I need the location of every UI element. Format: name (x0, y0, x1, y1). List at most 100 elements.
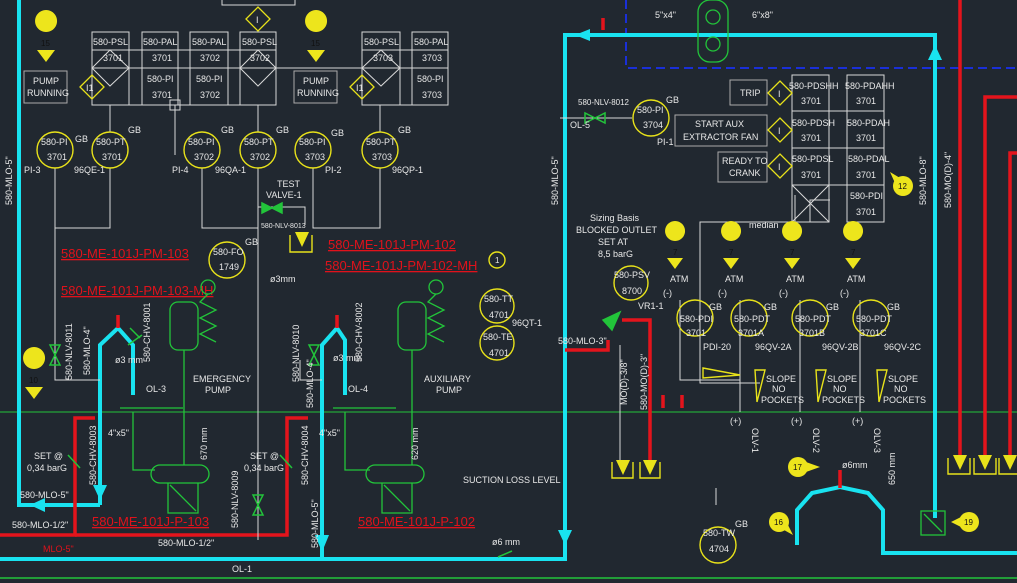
equipment-tags[interactable]: 580-ME-101J-PM-103 580-ME-101J-PM-103-MH… (61, 237, 477, 529)
label-equipment-pm102mh: 580-ME-101J-PM-102-MH (325, 258, 477, 273)
instrument-bubbles (36, 99, 890, 564)
label-alarm_grid-13-num: 3701 (801, 170, 821, 180)
label-valves-nlv8011: 580-NLV-8011 (64, 323, 74, 380)
label-valves-test_valve_1: TEST (277, 179, 301, 189)
label-instruments-10-tag: 580-PSV (614, 270, 650, 280)
label-equipment-atm: ATM (786, 274, 804, 284)
label-logic_boxes-pump_running-0: PUMP (303, 76, 329, 86)
label-markers-m10: 10 (29, 376, 38, 385)
label-markers-m19: 19 (964, 518, 973, 527)
label-valves-chv8003: 580-CHV-8003 (88, 425, 98, 485)
label-equipment-p102: 580-ME-101J-P-102 (358, 514, 475, 529)
drain-lines[interactable] (0, 0, 1017, 537)
label-equipment-red_68: 6"x8" (752, 10, 773, 20)
interlock-label: I1 (86, 83, 94, 93)
label-valves-chv8004: 580-CHV-8004 (300, 425, 310, 485)
interlock-label: I (256, 15, 259, 25)
label-gb: GB (221, 125, 234, 135)
label-instruments-6-tag: 580-FO (213, 247, 244, 257)
label-markers-m7: 7 (790, 248, 795, 257)
label-equipment-plus: (+) (791, 416, 802, 426)
label-markers-m15: 15 (41, 39, 50, 48)
label-instruments-4-loop: PI-2 (325, 165, 342, 175)
label-equipment-atm: ATM (847, 274, 865, 284)
label-instruments-12-tag: 580-PDT (734, 314, 771, 324)
label-lines-mlo_half_b: 580-MLO-1/2" (158, 538, 214, 548)
label-instruments-3-num: 3702 (250, 152, 270, 162)
label-alarm_grid-14-num: 3701 (856, 170, 876, 180)
label-alarm_grid-1-num: 3701 (152, 53, 172, 63)
label-equipment-red_45b: 4"x5" (319, 428, 340, 438)
label-logic_boxes-start_aux-1: EXTRACTOR FAN (683, 132, 758, 142)
label-gb: GB (245, 237, 258, 247)
label-equipment-no: NO (894, 384, 908, 394)
label-alarm_grid-15-tag: 580-PDI (850, 191, 883, 201)
label-instruments-10-loop: VR1-1 (638, 301, 664, 311)
label-instruments-13-num: 3701B (799, 328, 825, 338)
label-valves-test_valve_2: VALVE-1 (266, 190, 302, 200)
label-alarm_grid-4-tag: 580-PSL (364, 37, 399, 47)
flow-arrow (93, 485, 107, 500)
oil-filter[interactable] (697, 0, 946, 536)
label-instruments-5-tag: 580-PT (366, 137, 396, 147)
label-instruments-3-loop: 96QA-1 (215, 165, 246, 175)
label-instruments-7-tag: 580-TT (484, 294, 514, 304)
label-instruments-8-num: 4701 (489, 348, 509, 358)
label-lines-moid38: MO(D)-3/8" (619, 359, 629, 405)
label-lines-mlo5_red: MLO-5" (43, 544, 74, 554)
label-equipment-phi3b: ø3 mm (333, 353, 361, 363)
emergency-pump-motor[interactable] (120, 279, 218, 514)
label-gb: GB (331, 128, 344, 138)
label-equipment-olv1: OLV-1 (750, 428, 760, 453)
label-instruments-13-tag: 580-PDT (795, 314, 832, 324)
label-equipment-median: median (749, 220, 779, 230)
label-equipment-red_45a: 4"x5" (108, 428, 129, 438)
label-alarm_grid-13-tag: 580-PDSL (792, 154, 834, 164)
label-markers-m12: 12 (898, 182, 907, 191)
label-lines-mlo5_c: 580-MLO-5" (550, 156, 560, 205)
label-equipment-plus: (+) (730, 416, 741, 426)
flow-arrow (30, 498, 45, 512)
label-lines-mlo5_left: 580-MLO-5" (4, 156, 14, 205)
label-alarm_grid-11-tag: 580-PDSH (792, 118, 835, 128)
label-logic_boxes-trip: TRIP (740, 88, 761, 98)
slope-triangles (702, 367, 888, 403)
label-logic_boxes-pump_running-1: RUNNING (27, 88, 69, 98)
flow-arrow (575, 29, 590, 41)
label-lines-ol4: OL-4 (348, 384, 368, 394)
label-equipment-no: NO (833, 384, 847, 394)
label-valves-chv8002: 580-CHV-8002 (354, 302, 364, 362)
trip-box[interactable]: TRIP (729, 79, 768, 106)
callout-markers[interactable] (23, 10, 979, 535)
label-valves-nlv8012: 580-NLV-8012 (578, 98, 630, 107)
label-alarm_grid-1-tag: 580-PAL (143, 37, 177, 47)
label-markers-m7: 7 (851, 248, 856, 257)
label-equipment-sizing_2: BLOCKED OUTLET (576, 225, 658, 235)
label-equipment-olv2: OLV-2 (811, 428, 821, 453)
label-instruments-1-num: 3701 (102, 152, 122, 162)
label-instruments-0-num: 3701 (47, 152, 67, 162)
label-equipment-phi6b: ø6mm (842, 460, 868, 470)
label-equipment-suction: SUCTION LOSS LEVEL (463, 475, 561, 485)
label-alarm_grid-2-num: 3702 (200, 53, 220, 63)
label-lines-ol3: OL-3 (146, 384, 166, 394)
auxiliary-pump-motor[interactable] (333, 279, 446, 514)
label-equipment-phi6a: ø6 mm (492, 537, 520, 547)
label-instruments-9-tag: 580-PI (637, 105, 664, 115)
label-equipment-d670: 670 mm (199, 427, 209, 460)
label-equipment-minus: (-) (718, 288, 727, 298)
label-lines-mlo3: 580-MLO-3" (558, 336, 607, 346)
label-instruments-11-num: 3701 (686, 328, 706, 338)
label-instruments-0-loop: PI-3 (24, 165, 41, 175)
label-equipment-phi3c: ø3mm (270, 274, 296, 284)
label-equipment-set_a2: 0,34 barG (27, 463, 67, 473)
label-gb: GB (398, 125, 411, 135)
label-lines-ol5: OL-5 (570, 120, 590, 130)
valves[interactable] (48, 111, 622, 558)
